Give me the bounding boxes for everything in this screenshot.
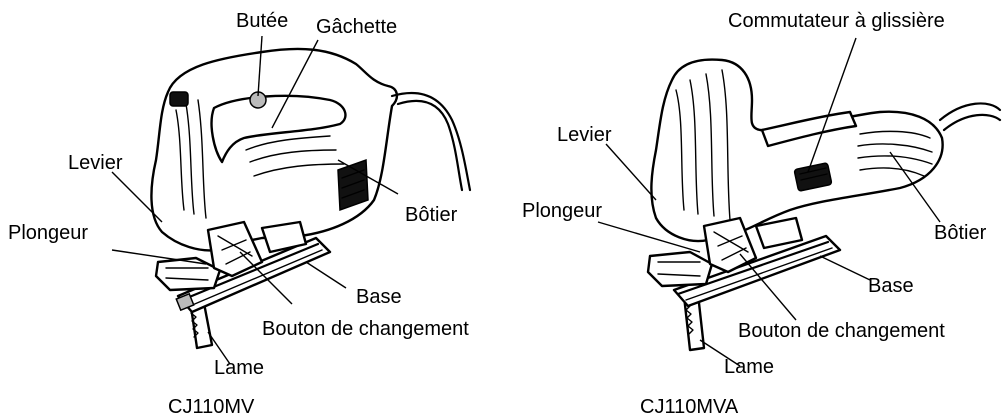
- leader-botier-right: [890, 152, 940, 222]
- label-plongeur-right: Plongeur: [522, 200, 602, 222]
- label-botier-left: Bôtier: [405, 204, 457, 226]
- leader-plongeur-left: [112, 250, 206, 264]
- label-botier-right: Bôtier: [934, 222, 986, 244]
- model-name-right: CJ110MVA: [640, 396, 738, 418]
- label-base-left: Base: [356, 286, 402, 308]
- label-levier-right: Levier: [557, 124, 611, 146]
- leader-plongeur-right: [598, 222, 700, 252]
- label-lame-right: Lame: [724, 356, 774, 378]
- label-levier-left: Levier: [68, 152, 122, 174]
- leader-botier-left: [338, 160, 398, 194]
- leader-gachette: [272, 40, 318, 128]
- leader-bouton-right: [740, 254, 796, 320]
- leader-base-right: [820, 256, 870, 280]
- leader-butee: [258, 36, 262, 96]
- leader-levier-right: [606, 144, 656, 200]
- model-name-left: CJ110MV: [168, 396, 254, 418]
- label-plongeur-left: Plongeur: [8, 222, 88, 244]
- label-bouton-right: Bouton de changement: [738, 320, 945, 342]
- leader-commutateur: [808, 38, 856, 172]
- label-commutateur: Commutateur à glissière: [728, 10, 945, 32]
- label-base-right: Base: [868, 275, 914, 297]
- leader-base-left: [306, 262, 346, 288]
- label-lame-left: Lame: [214, 357, 264, 379]
- leader-levier-left: [112, 172, 162, 222]
- label-butee: Butée: [236, 10, 288, 32]
- label-bouton-left: Bouton de changement: [262, 318, 469, 340]
- label-gachette: Gâchette: [316, 16, 397, 38]
- leader-bouton-left: [240, 252, 292, 304]
